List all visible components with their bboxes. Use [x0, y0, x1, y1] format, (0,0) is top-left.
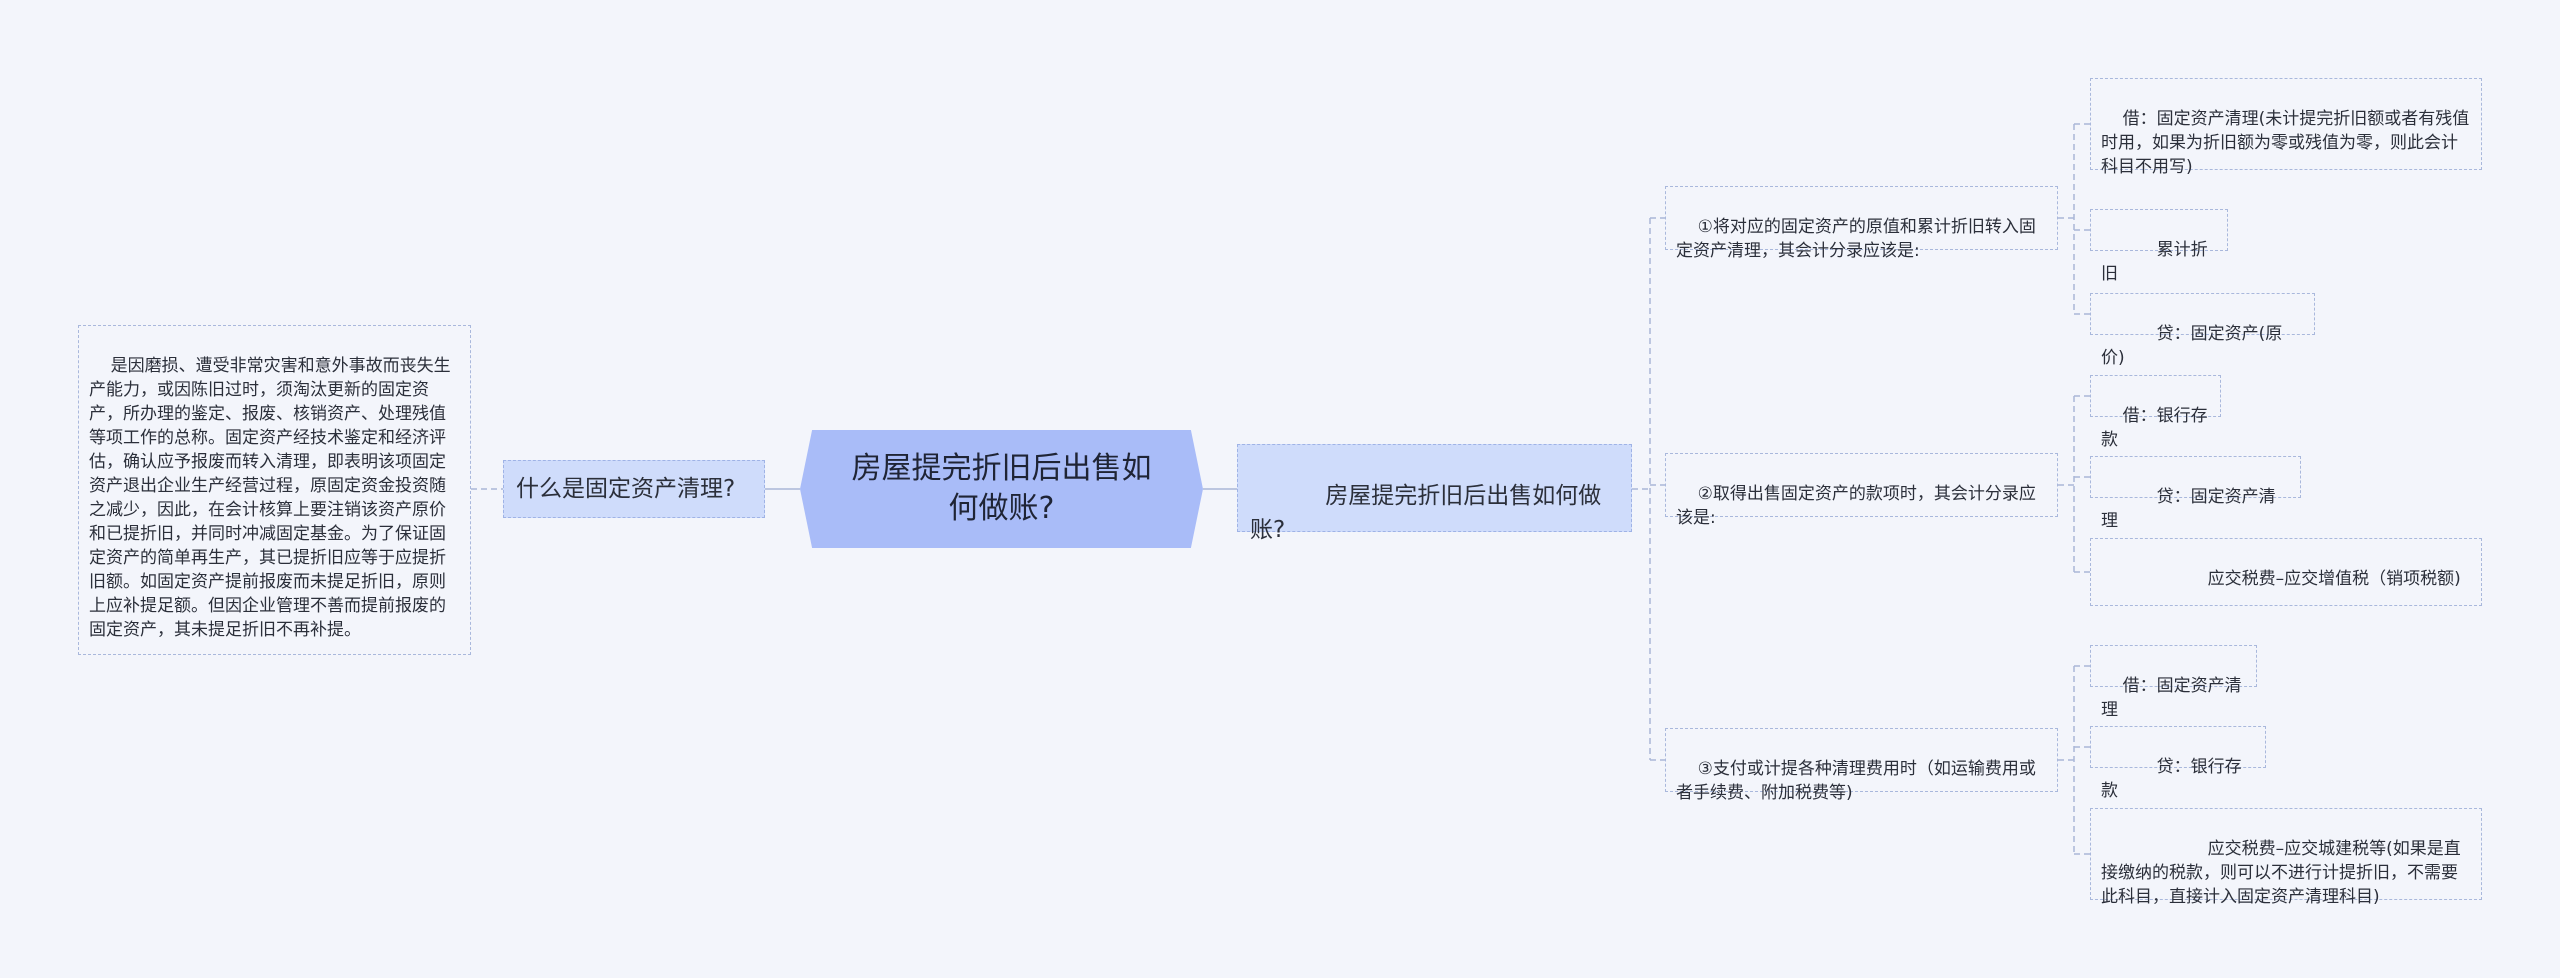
right-topic-label: 房屋提完折旧后出售如何做账?: [1250, 483, 1602, 543]
root-topic[interactable]: 房屋提完折旧后出售如何做账?: [800, 430, 1203, 548]
step-2-receive-proceeds[interactable]: ②取得出售固定资产的款项时，其会计分录应该是:: [1665, 453, 2058, 528]
left-detail-text: 是因磨损、遭受非常灾害和意外事故而丧失生产能力，或因陈旧过时，须淘汰更新的固定资…: [89, 356, 451, 640]
entry-text: 借：银行存款: [2101, 406, 2208, 450]
entry-text: 应交税费–应交增值税（销项税额): [2122, 569, 2461, 589]
entry-text: 借：固定资产清理: [2101, 676, 2242, 720]
step-2-entry-credit-clearance[interactable]: 贷：固定资产清理: [2090, 456, 2301, 531]
step-3-pay-clearance-costs[interactable]: ③支付或计提各种清理费用时（如运输费用或者手续费、附加税费等): [1665, 728, 2058, 803]
step-3-entry-city-tax-payable[interactable]: 应交税费–应交城建税等(如果是直接缴纳的税款，则可以不进行计提折旧，不需要此科目…: [2090, 808, 2482, 907]
step-1-entry-accumulated-depreciation[interactable]: 累计折旧: [2090, 209, 2228, 284]
step-3-entry-credit-bank[interactable]: 贷：银行存款: [2090, 726, 2266, 801]
step-1-entry-credit-fixed-asset[interactable]: 贷：固定资产(原价): [2090, 293, 2315, 368]
entry-text: 贷：银行存款: [2101, 757, 2242, 801]
step-3-entry-debit-clearance[interactable]: 借：固定资产清理: [2090, 645, 2257, 720]
step-2-entry-vat-payable[interactable]: 应交税费–应交增值税（销项税额): [2090, 538, 2482, 606]
left-topic-what-is-clearance[interactable]: 什么是固定资产清理?: [503, 460, 765, 518]
entry-text: 贷：固定资产(原价): [2101, 324, 2283, 368]
step-2-entry-debit-bank[interactable]: 借：银行存款: [2090, 375, 2221, 450]
step-label: ①将对应的固定资产的原值和累计折旧转入固定资产清理，其会计分录应该是:: [1676, 217, 2036, 261]
left-detail-definition[interactable]: 是因磨损、遭受非常灾害和意外事故而丧失生产能力，或因陈旧过时，须淘汰更新的固定资…: [78, 325, 471, 655]
step-label: ③支付或计提各种清理费用时（如运输费用或者手续费、附加税费等): [1676, 759, 2036, 803]
step-1-entry-debit-clearance[interactable]: 借：固定资产清理(未计提完折旧额或者有残值时用，如果为折旧额为零或残值为零，则此…: [2090, 78, 2482, 177]
entry-text: 累计折旧: [2101, 240, 2208, 284]
step-1-transfer-to-clearance[interactable]: ①将对应的固定资产的原值和累计折旧转入固定资产清理，其会计分录应该是:: [1665, 186, 2058, 261]
entry-text: 应交税费–应交城建税等(如果是直接缴纳的税款，则可以不进行计提折旧，不需要此科目…: [2101, 839, 2461, 907]
root-title: 房屋提完折旧后出售如何做账?: [851, 451, 1152, 526]
right-topic-how-to-account[interactable]: 房屋提完折旧后出售如何做账?: [1237, 444, 1632, 543]
left-topic-label: 什么是固定资产清理?: [516, 476, 736, 502]
entry-text: 贷：固定资产清理: [2101, 487, 2276, 531]
step-label: ②取得出售固定资产的款项时，其会计分录应该是:: [1676, 484, 2036, 528]
entry-text: 借：固定资产清理(未计提完折旧额或者有残值时用，如果为折旧额为零或残值为零，则此…: [2101, 109, 2470, 177]
